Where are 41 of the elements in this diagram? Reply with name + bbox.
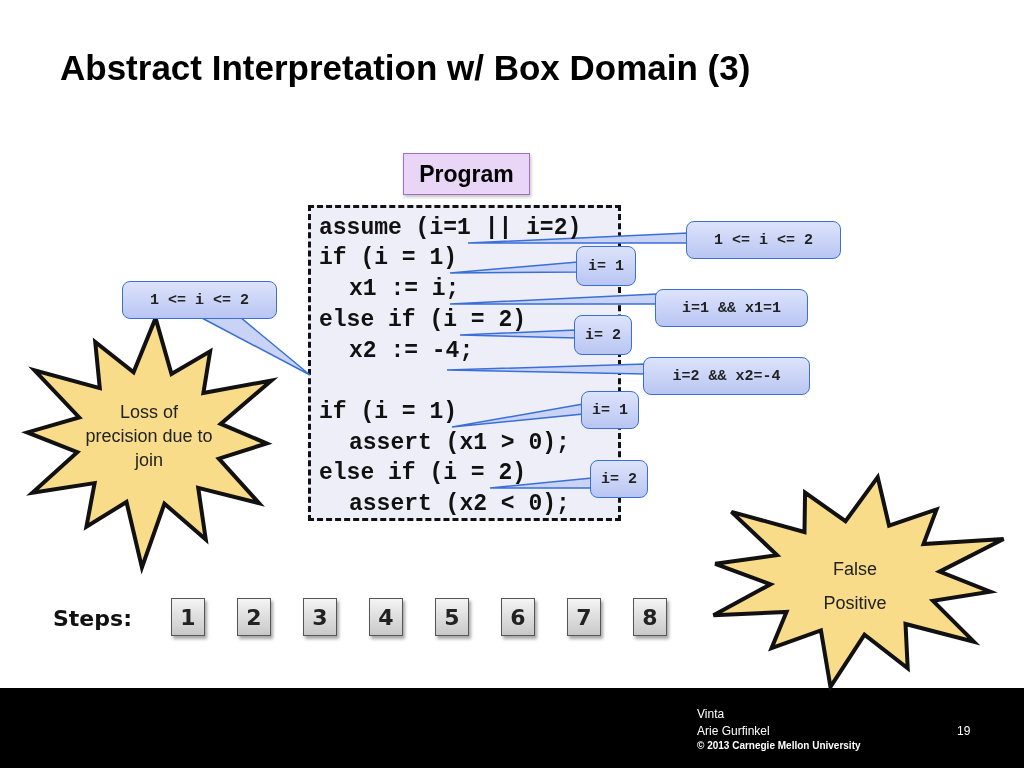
- step-button: 6: [501, 598, 535, 636]
- callout-pointer: [459, 329, 577, 339]
- step-button: 3: [303, 598, 337, 636]
- speech-bubble: i=2 && x2=-4: [643, 357, 810, 395]
- speech-bubble: i= 2: [590, 460, 648, 498]
- callout-text: False Positive: [822, 558, 888, 615]
- step-button: 4: [369, 598, 403, 636]
- step-button: 7: [567, 598, 601, 636]
- slide-title: Abstract Interpretation w/ Box Domain (3): [60, 48, 751, 88]
- code-line: x1 := i;: [349, 274, 460, 304]
- step-button: 2: [237, 598, 271, 636]
- steps-label: Steps:: [53, 606, 132, 631]
- speech-bubble: i= 2: [574, 315, 632, 355]
- program-label: Program: [403, 153, 530, 195]
- callout-pointer: [489, 477, 593, 489]
- footer-text: Vinta: [697, 707, 725, 721]
- code-line: else if (i = 2): [319, 305, 527, 335]
- callout-pointer: [446, 363, 646, 375]
- speech-bubble: i= 1: [581, 391, 639, 429]
- code-line: assert (x1 > 0);: [349, 428, 570, 458]
- code-line: assume (i=1 || i=2): [319, 213, 582, 243]
- copyright-notice: © 2013 Carnegie Mellon University: [697, 740, 861, 751]
- page-number: 19: [957, 724, 971, 738]
- code-line: if (i = 1): [319, 243, 458, 273]
- step-button: 5: [435, 598, 469, 636]
- speech-bubble: 1 <= i <= 2: [122, 281, 277, 319]
- code-line: assert (x2 < 0);: [349, 489, 570, 519]
- footer-text: Arie Gurfinkel: [697, 724, 770, 738]
- step-button: 1: [171, 598, 205, 636]
- callout-pointer: [451, 403, 584, 428]
- speech-bubble: 1 <= i <= 2: [686, 221, 841, 259]
- code-line: x2 := -4;: [349, 336, 474, 366]
- callout-text: Loss of precision due to join: [84, 401, 214, 472]
- speech-bubble: i= 1: [576, 246, 636, 286]
- speech-bubble: i=1 && x1=1: [655, 289, 808, 327]
- code-line: if (i = 1): [319, 397, 458, 427]
- callout-pointer: [467, 232, 689, 244]
- step-button: 8: [633, 598, 667, 636]
- code-line: else if (i = 2): [319, 458, 527, 488]
- callout-pointer: [449, 293, 658, 305]
- callout-pointer: [449, 261, 579, 274]
